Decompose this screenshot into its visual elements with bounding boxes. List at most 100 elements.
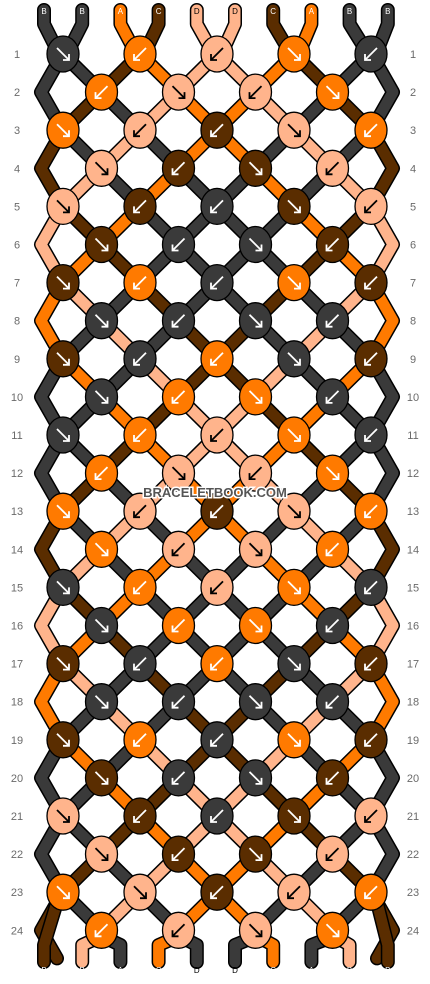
- arrow-head: [63, 358, 70, 366]
- knot: [46, 797, 80, 835]
- arrow-head: [63, 587, 70, 595]
- arrow-head: [101, 777, 109, 785]
- knot: [277, 187, 311, 226]
- knot: [200, 263, 234, 302]
- knot: [238, 759, 273, 797]
- arrow-sw-icon: [210, 656, 224, 671]
- arrow-head: [171, 396, 179, 404]
- strand-label-bottom: A: [309, 966, 315, 975]
- row-number-left: 19: [11, 735, 23, 747]
- row-number-right: 6: [410, 240, 416, 252]
- arrow-head: [294, 54, 301, 61]
- knot: [238, 454, 273, 492]
- arrow-se-icon: [287, 275, 301, 290]
- arrow-head: [133, 358, 140, 366]
- arrow-se-icon: [56, 275, 70, 290]
- arrow-head: [325, 396, 333, 404]
- arrow-head: [210, 892, 217, 900]
- knot: [277, 492, 311, 530]
- knot: [277, 721, 311, 759]
- row-number-left: 6: [14, 240, 20, 252]
- arrow-sw-icon: [364, 199, 378, 214]
- arrow-se-icon: [325, 466, 340, 480]
- watermark: BRACELETBOOK.COM: [143, 485, 287, 500]
- arrow-se-icon: [287, 656, 301, 671]
- knot: [46, 416, 80, 454]
- arrow-head: [364, 435, 371, 442]
- arrow-head: [364, 739, 371, 747]
- knot: [46, 492, 80, 530]
- arrow-se-icon: [287, 47, 301, 61]
- knot: [354, 35, 388, 73]
- arrow-head: [248, 92, 256, 99]
- strand-end-top: [114, 4, 137, 50]
- arrow-sw-icon: [325, 237, 340, 252]
- knot: [315, 759, 350, 797]
- edge-loop-right: [371, 515, 399, 583]
- knot: [46, 568, 80, 607]
- arrow-se-icon: [56, 352, 70, 366]
- row-number-left: 20: [11, 773, 23, 785]
- arrow-head: [171, 701, 179, 709]
- knot: [84, 683, 119, 721]
- arrow-head: [364, 892, 371, 900]
- knot: [354, 721, 388, 759]
- arrow-head: [364, 206, 371, 214]
- arrow-sw-icon: [210, 123, 224, 137]
- arrow-sw-icon: [171, 542, 186, 556]
- arrow-se-icon: [94, 390, 109, 404]
- row-number-left: 24: [11, 925, 23, 937]
- row-number-left: 5: [14, 201, 20, 213]
- arrow-sw-icon: [364, 123, 378, 137]
- arrow-head: [171, 854, 179, 861]
- knot: [238, 683, 273, 721]
- edge-loop-left: [35, 210, 63, 279]
- knot: [46, 644, 80, 683]
- knot: [238, 73, 273, 111]
- arrow-se-icon: [287, 580, 301, 595]
- arrow-head: [133, 511, 140, 519]
- arrow-head: [210, 54, 217, 61]
- arrow-sw-icon: [210, 199, 224, 214]
- arrow-sw-icon: [364, 809, 378, 823]
- arrow-se-icon: [248, 923, 263, 937]
- arrow-se-icon: [94, 237, 109, 252]
- knot: [238, 911, 273, 949]
- knot: [161, 149, 196, 187]
- arrow-sw-icon: [325, 390, 340, 404]
- arrow-sw-icon: [171, 237, 186, 252]
- arrow-head: [210, 816, 217, 823]
- arrow-head: [63, 206, 70, 214]
- arrow-sw-icon: [171, 390, 186, 404]
- knot: [200, 721, 234, 759]
- arrow-sw-icon: [133, 809, 147, 823]
- knot: [200, 644, 234, 683]
- arrow-head: [210, 282, 217, 290]
- arrow-sw-icon: [133, 580, 147, 595]
- knot: [161, 606, 196, 645]
- arrow-sw-icon: [133, 428, 147, 442]
- arrow-se-icon: [287, 504, 301, 518]
- arrow-sw-icon: [133, 47, 147, 61]
- arrow-sw-icon: [171, 771, 186, 785]
- knot: [200, 492, 234, 530]
- arrow-head: [171, 168, 179, 176]
- arrow-head: [63, 282, 70, 290]
- knot: [238, 378, 273, 416]
- row-number-left: 11: [11, 430, 22, 442]
- arrow-head: [294, 663, 301, 671]
- row-number-right: 18: [407, 697, 419, 709]
- arrow-head: [63, 511, 70, 519]
- arrow-se-icon: [325, 923, 340, 937]
- arrow-se-icon: [248, 390, 263, 404]
- arrow-sw-icon: [171, 847, 186, 861]
- arrow-head: [63, 435, 70, 442]
- arrow-head: [255, 549, 263, 557]
- row-number-left: 12: [11, 468, 23, 480]
- arrow-se-icon: [287, 428, 301, 442]
- arrow-sw-icon: [171, 695, 186, 709]
- arrow-head: [332, 473, 340, 481]
- arrow-head: [171, 777, 179, 785]
- arrow-head: [294, 587, 301, 595]
- strand-end-bottom: [38, 896, 63, 968]
